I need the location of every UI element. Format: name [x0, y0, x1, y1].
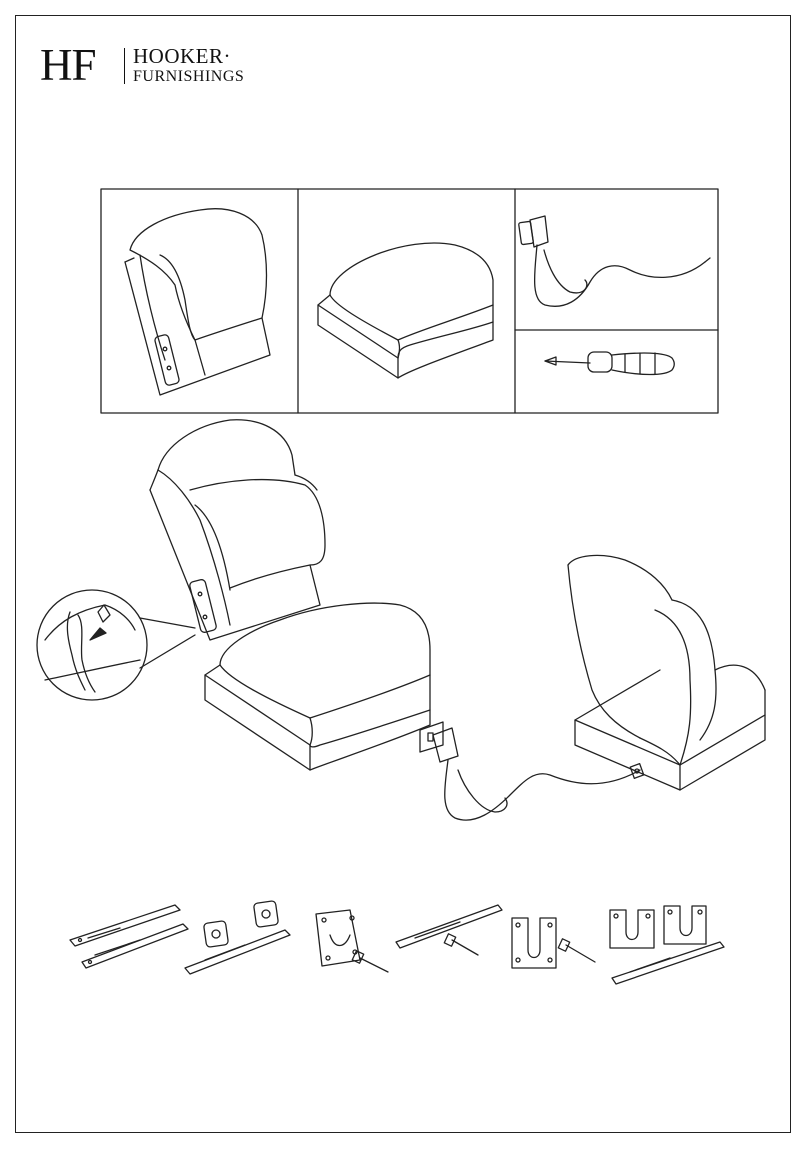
hardware-set-3-icon: [316, 910, 388, 972]
screwdriver-icon: [545, 352, 674, 375]
seat-cushion-icon: [318, 243, 493, 378]
hardware-set-1-icon: [70, 905, 188, 968]
recliner-back-icon: [125, 209, 270, 395]
hardware-set-2-icon: [185, 901, 290, 974]
power-connection: [420, 722, 640, 820]
parts-grid: [101, 189, 718, 413]
main-recliner-back: [150, 420, 325, 640]
hardware-set-6-icon: [610, 906, 724, 984]
right-recliner-unit: [568, 555, 765, 790]
hardware-set-4-icon: [396, 905, 502, 955]
main-seat-unit: [205, 603, 430, 770]
detail-callout: [37, 590, 195, 700]
hardware-set-5-icon: [512, 918, 595, 968]
power-adapter-icon: [519, 216, 710, 306]
